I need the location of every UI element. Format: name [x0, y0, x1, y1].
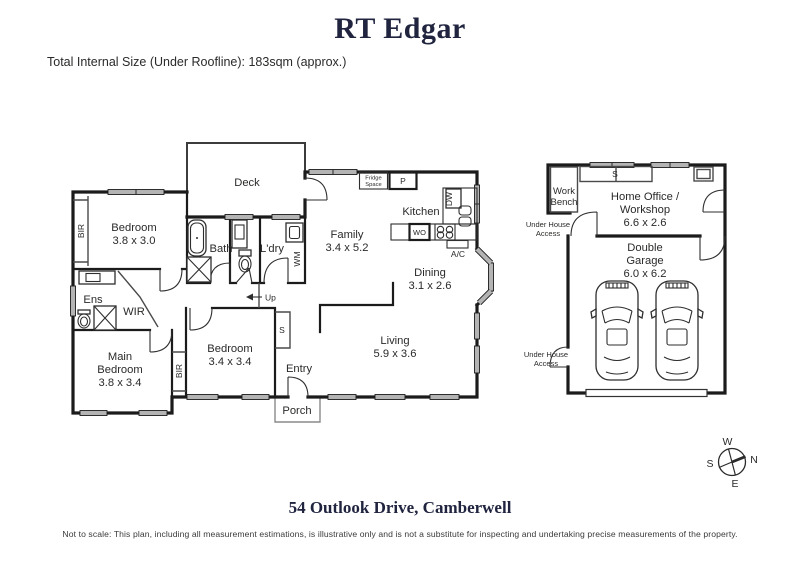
room-label-laundry: L'dry	[260, 243, 284, 255]
room-dims-living: 5.9 x 3.6	[374, 348, 417, 360]
room-label-kitchen: Kitchen	[402, 206, 439, 218]
compass-south: S	[706, 458, 713, 470]
room-label-home-office: Home Office /	[611, 191, 680, 203]
room-label-main-bedroom2: Bedroom	[97, 364, 142, 376]
porch-outline	[274, 397, 321, 423]
room-dims-main-bedroom: 3.8 x 3.4	[99, 377, 142, 389]
room-label-work-bench: Work	[553, 186, 575, 197]
room-label-deck: Deck	[234, 177, 260, 189]
room-dims-garage: 6.0 x 6.2	[624, 268, 667, 280]
stairs-up-arrow	[246, 293, 262, 301]
room-label-bedroom1: Bedroom	[111, 222, 156, 234]
label-washing-machine: WM	[292, 251, 302, 266]
room-label-ensuite: Ens	[83, 294, 103, 306]
label-under-house-access-1: Under House	[526, 220, 570, 229]
hot-water-unit	[693, 166, 714, 182]
disclaimer-text: Not to scale: This plan, including all m…	[62, 529, 738, 539]
label-under-house-access-1b: Access	[536, 229, 560, 238]
label-fridge-space2: Space	[365, 182, 381, 188]
label-storage-hall: S	[279, 325, 285, 335]
garage-exterior-walls	[546, 163, 727, 395]
room-dims-dining: 3.1 x 2.6	[409, 280, 452, 292]
work-bench-top	[549, 166, 579, 213]
car-icon	[590, 280, 644, 381]
deck-outline	[186, 142, 306, 217]
property-address: 54 Outlook Drive, Camberwell	[288, 498, 512, 517]
car-icon	[650, 280, 704, 381]
bathroom-fixtures	[186, 219, 304, 283]
compass-north: N	[750, 454, 758, 466]
label-wall-oven: WO	[413, 228, 426, 237]
label-bir-bedroom1: BIR	[76, 224, 86, 238]
room-label-entry: Entry	[286, 363, 313, 375]
room-label-porch: Porch	[282, 405, 311, 417]
label-dishwasher: DW	[444, 192, 454, 206]
room-label-dining: Dining	[414, 267, 446, 279]
room-label-main-bedroom: Main	[108, 351, 132, 363]
room-label-garage2: Garage	[626, 255, 663, 267]
room-label-wir: WIR	[123, 306, 145, 318]
robe-and-stair-lines	[73, 196, 291, 392]
garage-windows	[589, 162, 690, 168]
internal-size-note: Total Internal Size (Under Roofline): 18…	[47, 55, 347, 69]
interior-walls	[71, 190, 395, 399]
label-air-conditioner: A/C	[451, 249, 465, 259]
room-dims-bedroom2: 3.4 x 3.4	[209, 356, 252, 368]
label-under-house-access-2b: Access	[534, 359, 558, 368]
compass-west: W	[723, 436, 733, 448]
garage-doors-swings	[549, 189, 726, 368]
room-labels: Deck Bedroom 3.8 x 3.0 Bath L'dry Family…	[83, 177, 680, 417]
compass-east: E	[731, 478, 738, 490]
room-label-home-office2: Workshop	[620, 204, 670, 216]
compass-icon: W N S E	[706, 436, 757, 490]
room-label-garage: Double	[627, 242, 662, 254]
label-fridge-space: Fridge	[365, 176, 381, 182]
storage-cupboard	[579, 165, 653, 183]
label-storage-office: S	[612, 169, 618, 179]
ensuite-fixtures	[77, 270, 117, 331]
room-label-living: Living	[380, 335, 409, 347]
windows	[70, 169, 494, 416]
fixture-labels: BIR BIR WM DW S S P WO A/C Fridge Space …	[76, 169, 618, 378]
kitchen-fixtures	[358, 170, 478, 249]
room-label-bedroom2: Bedroom	[207, 343, 252, 355]
label-stairs-up: Up	[265, 293, 276, 303]
main-house	[70, 142, 494, 423]
label-pantry: P	[400, 176, 406, 186]
room-label-bath: Bath	[209, 243, 232, 255]
room-label-work-bench2: Bench	[551, 197, 578, 208]
room-dims-bedroom1: 3.8 x 3.0	[113, 235, 156, 247]
label-bir-bedroom2: BIR	[174, 364, 184, 378]
room-dims-family: 3.4 x 5.2	[326, 242, 369, 254]
label-under-house-access-2: Under House	[524, 350, 568, 359]
garage-building	[546, 162, 727, 398]
garage-roller-door	[585, 388, 708, 398]
brand-title: RT Edgar	[334, 12, 466, 45]
room-label-family: Family	[331, 229, 364, 241]
room-dims-home-office: 6.6 x 2.6	[624, 217, 667, 229]
